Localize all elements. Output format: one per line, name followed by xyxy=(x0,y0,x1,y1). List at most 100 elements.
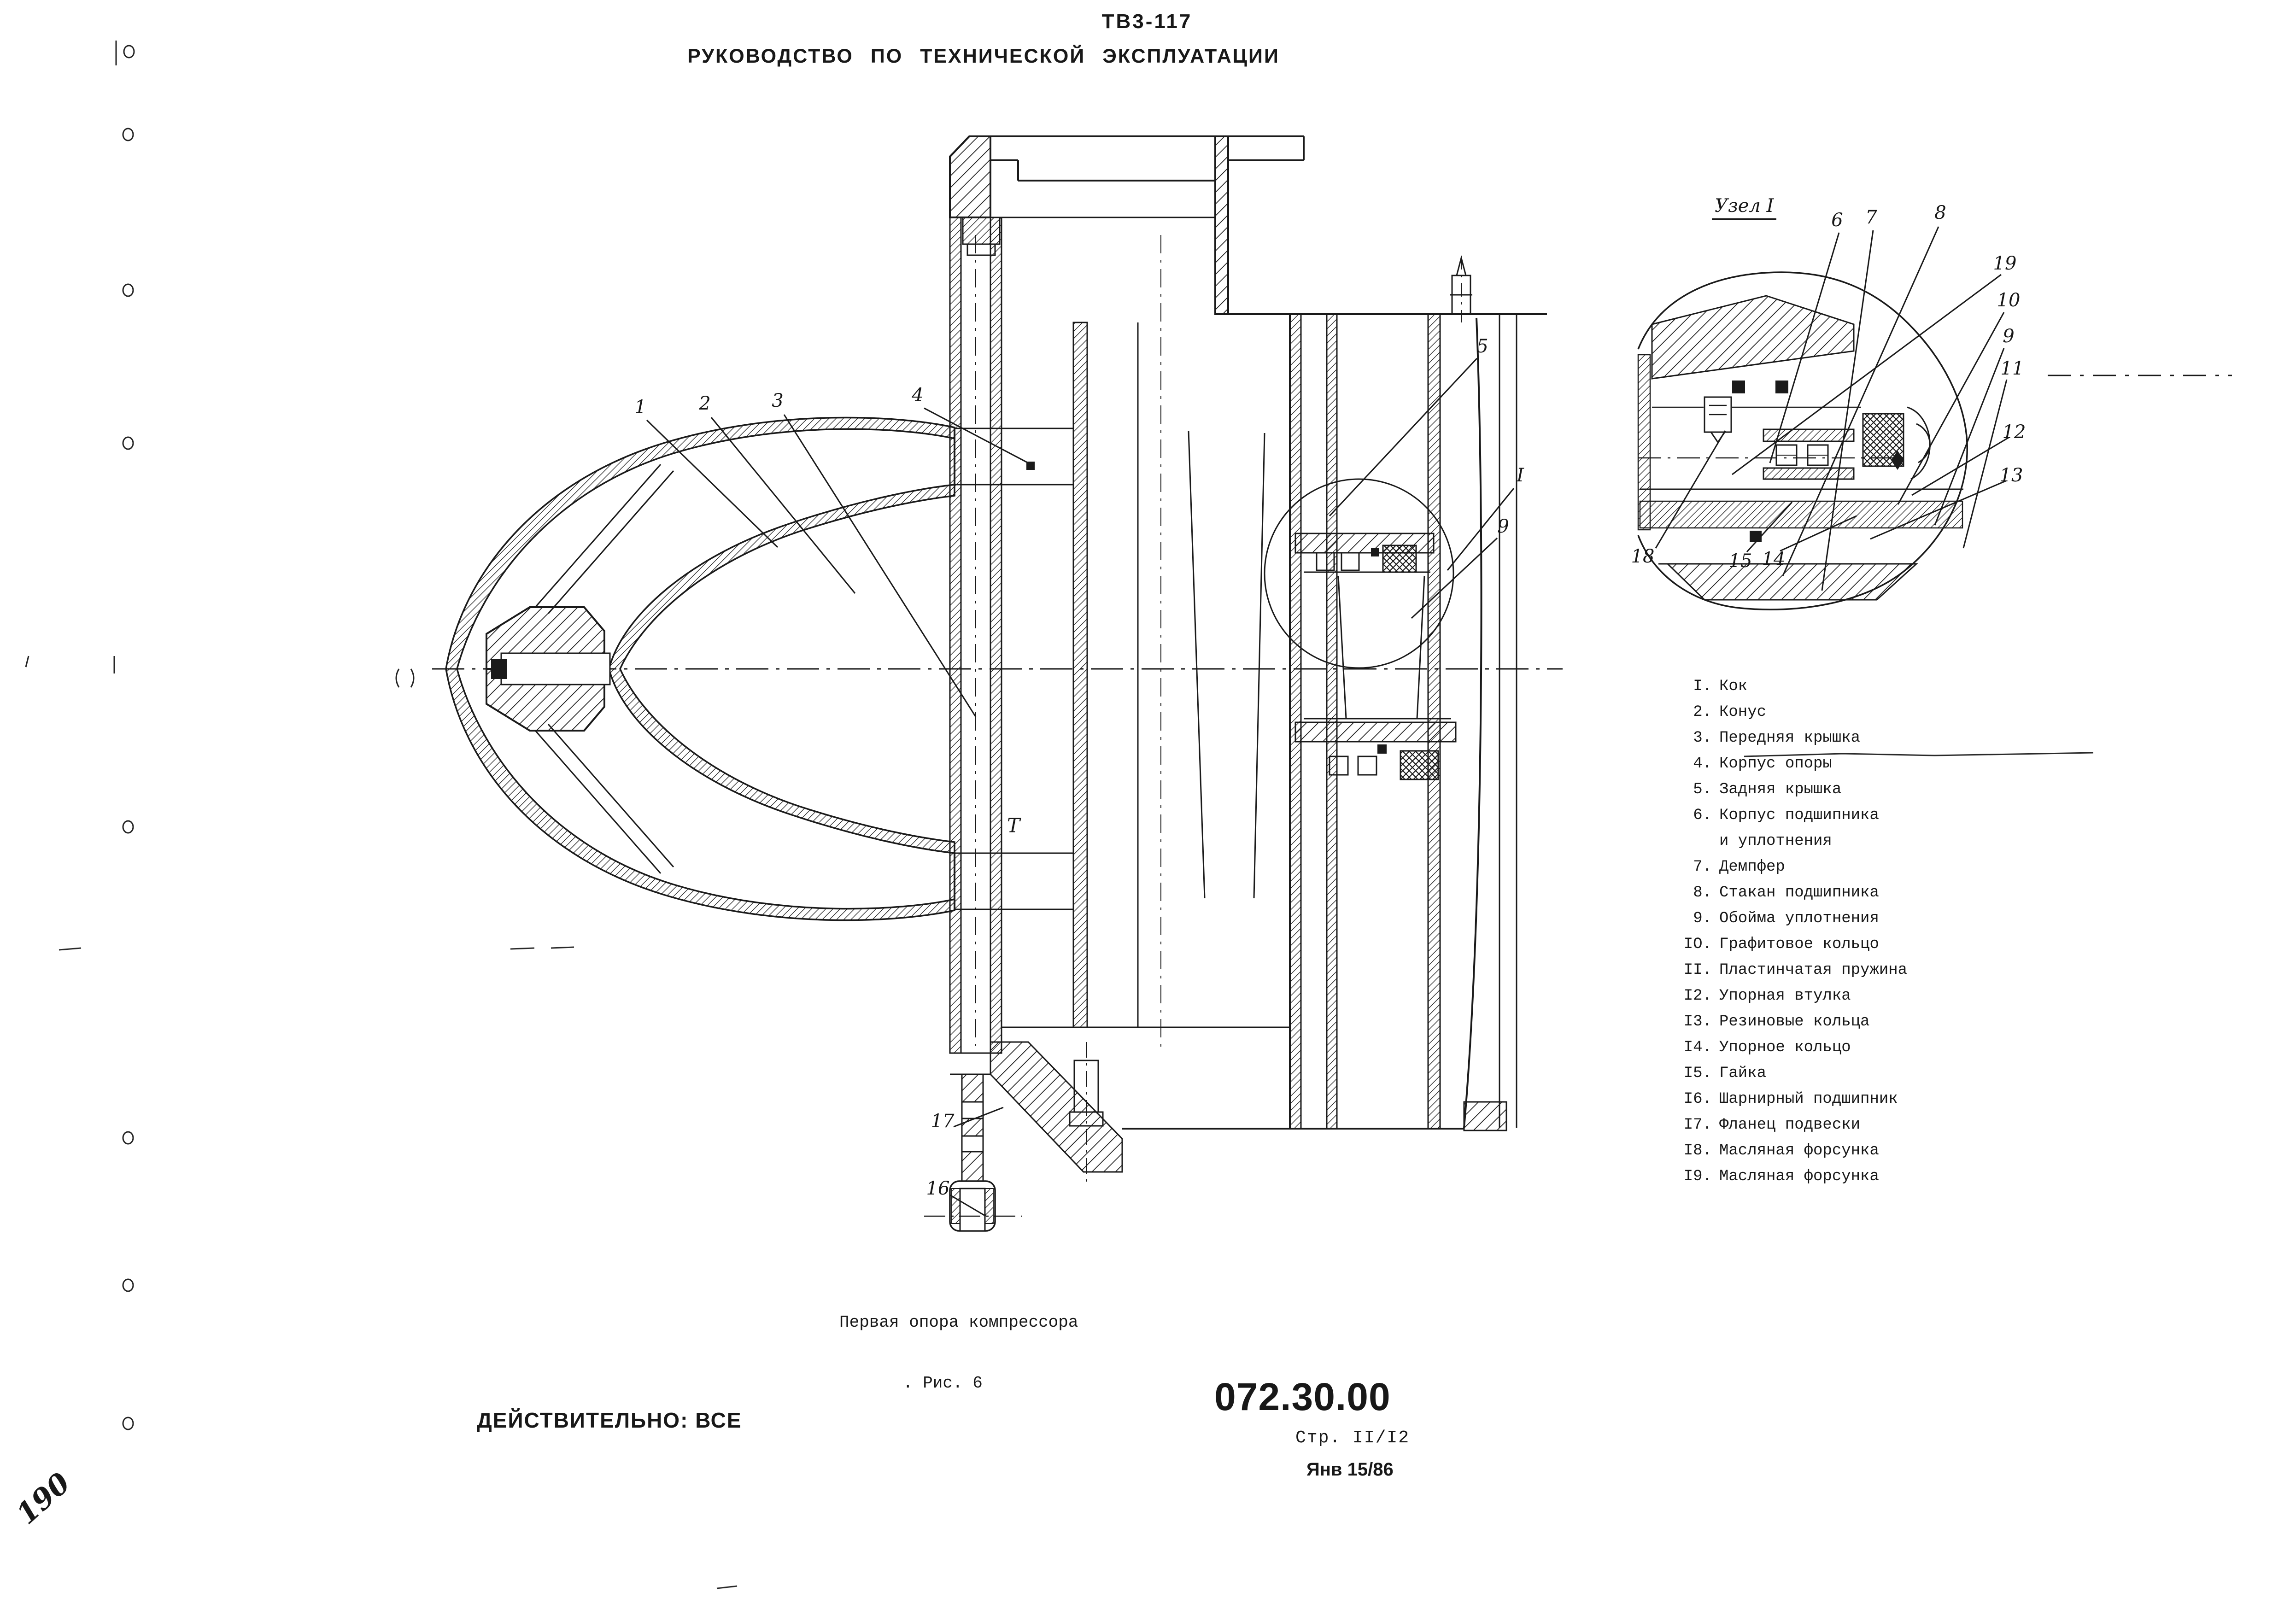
parts-list-item: 5. Задняя крышка xyxy=(1671,777,2021,802)
parts-list-item: 8. Стакан подшипника xyxy=(1671,880,2021,906)
part-callout: 12 xyxy=(2002,422,2026,443)
part-number: I3. xyxy=(1683,1013,1712,1031)
parts-list-item: IO. Графитовое кольцо xyxy=(1671,931,2021,957)
part-number: I8. xyxy=(1683,1142,1712,1159)
part-number: 2. xyxy=(1693,703,1712,721)
engine-model-title: ТВ3-117 xyxy=(1101,10,1193,33)
spinner-cone-shell xyxy=(445,416,955,921)
part-callout: 9 xyxy=(2003,326,2015,347)
part-number: 3. xyxy=(1693,729,1712,747)
inner-cone-shell xyxy=(608,484,955,854)
parts-list-item: I6. Шарнирный подшипник xyxy=(1671,1086,2021,1112)
part-callout: I xyxy=(1517,465,1524,486)
leader-lines-main xyxy=(646,357,1515,1217)
main-cross-section xyxy=(432,135,1563,1232)
parts-list-item: I8. Масляная форсунка xyxy=(1671,1138,2021,1164)
part-name: Шарнирный подшипник xyxy=(1719,1090,1898,1108)
part-name: Пластинчатая пружина xyxy=(1719,961,1908,979)
parts-list-item: I5. Гайка xyxy=(1671,1060,2021,1086)
part-name: Передняя крышка xyxy=(1719,729,1861,747)
top-flange xyxy=(949,135,1305,315)
parts-list-item: I4. Упорное кольцо xyxy=(1671,1035,2021,1060)
parts-list-item: 4. Корпус опоры xyxy=(1671,751,2021,777)
part-number: IO. xyxy=(1683,936,1712,953)
part-number: 6. xyxy=(1693,807,1712,824)
part-callout: 7 xyxy=(1865,207,1877,228)
support-casing xyxy=(949,217,1547,1129)
parts-list-item: I2. Упорная втулка xyxy=(1671,983,2021,1009)
detail-view-title: Узел I xyxy=(1712,195,1777,220)
part-callout: 1 xyxy=(634,397,646,418)
part-name: Масляная форсунка xyxy=(1719,1168,1879,1185)
part-name: Упорное кольцо xyxy=(1719,1039,1851,1056)
parts-list-item: I7. Фланец подвески xyxy=(1671,1112,2021,1138)
part-callout: 4 xyxy=(912,385,924,406)
parts-list-item: I3. Резиновые кольца xyxy=(1671,1009,2021,1035)
part-callout: 5 xyxy=(1476,336,1488,357)
part-number: I6. xyxy=(1683,1090,1712,1108)
parts-list-item: 3. Передняя крышка xyxy=(1671,725,2021,751)
figure-number: . Рис. 6 xyxy=(903,1374,983,1393)
bearing-assembly xyxy=(1026,255,1517,1130)
part-name: Фланец подвески xyxy=(1719,1116,1861,1134)
scan-artifacts xyxy=(59,752,2094,1589)
parts-list-item: 9. Обойма уплотнения xyxy=(1671,906,2021,931)
part-callout: 19 xyxy=(1993,253,2017,274)
parts-list-item: I9. Масляная форсунка xyxy=(1671,1164,2021,1189)
part-callout: 2 xyxy=(699,393,711,414)
cone-hub xyxy=(486,464,674,874)
part-callout: 6 xyxy=(1831,210,1843,231)
part-callout: 9 xyxy=(1497,516,1509,537)
part-callout: 13 xyxy=(1999,465,2023,486)
manual-title: РУКОВОДСТВО ПО ТЕХНИЧЕСКОЙ ЭКСПЛУАТАЦИИ xyxy=(687,45,1280,67)
part-number: 8. xyxy=(1693,884,1712,902)
parts-list-item: II. Пластинчатая пружина xyxy=(1671,957,2021,983)
part-name: Обойма уплотнения xyxy=(1719,910,1879,927)
part-callout: 14 xyxy=(1762,549,1786,570)
part-callout: 3 xyxy=(772,390,784,411)
suspension-flange xyxy=(924,1041,1507,1232)
part-number: I7. xyxy=(1683,1116,1712,1134)
section-mark-t: Т xyxy=(1007,814,1020,837)
part-number: I4. xyxy=(1683,1039,1712,1056)
parts-list: I. Кок 2. Конус 3. Передняя крышка 4. Ко… xyxy=(1671,673,2021,1189)
part-number: 7. xyxy=(1693,858,1712,876)
part-number: 9. xyxy=(1693,910,1712,927)
part-callout: 11 xyxy=(2000,358,2024,379)
part-name: Корпус подшипника и уплотнения xyxy=(1719,807,1879,850)
part-name: Графитовое кольцо xyxy=(1719,936,1879,953)
part-name: Резиновые кольца xyxy=(1719,1013,1870,1031)
part-callout: 16 xyxy=(926,1178,950,1199)
part-callout: 15 xyxy=(1728,550,1752,572)
part-number: I. xyxy=(1693,678,1712,695)
part-number: I9. xyxy=(1683,1168,1712,1185)
part-name: Задняя крышка xyxy=(1719,781,1842,798)
part-name: Стакан подшипника xyxy=(1719,884,1879,902)
parts-list-item: 6. Корпус подшипника и уплотнения xyxy=(1671,802,2021,854)
part-number: 5. xyxy=(1693,781,1712,798)
page-reference: Стр. II/I2 xyxy=(1295,1428,1410,1448)
part-name: Демпфер xyxy=(1719,858,1785,876)
part-number: II. xyxy=(1683,961,1712,979)
part-name: Корпус опоры xyxy=(1719,755,1832,773)
document-number: 072.30.00 xyxy=(1214,1375,1391,1418)
part-name: Масляная форсунка xyxy=(1719,1142,1879,1159)
parts-list-item: 2. Конус xyxy=(1671,699,2021,725)
part-callout: 18 xyxy=(1631,546,1655,567)
part-name: Гайка xyxy=(1719,1065,1767,1082)
parts-list-item: 7. Демпфер xyxy=(1671,854,2021,880)
part-name: Упорная втулка xyxy=(1719,987,1851,1005)
part-number: I2. xyxy=(1683,987,1712,1005)
part-name: Кок xyxy=(1719,678,1748,695)
detail-cross-section xyxy=(1637,226,2232,610)
detail-circle xyxy=(1264,478,1454,669)
revision-date: Янв 15/86 xyxy=(1306,1459,1394,1480)
parts-list-item: I. Кок xyxy=(1671,673,2021,699)
part-number: 4. xyxy=(1693,755,1712,773)
validity-statement: ДЕЙСТВИТЕЛЬНО: ВСЕ xyxy=(477,1408,742,1432)
part-name: Конус xyxy=(1719,703,1767,721)
leader-lines-detail xyxy=(1655,226,2009,591)
part-callout: 17 xyxy=(931,1111,955,1132)
figure-caption: Первая опора компрессора xyxy=(839,1313,1078,1332)
